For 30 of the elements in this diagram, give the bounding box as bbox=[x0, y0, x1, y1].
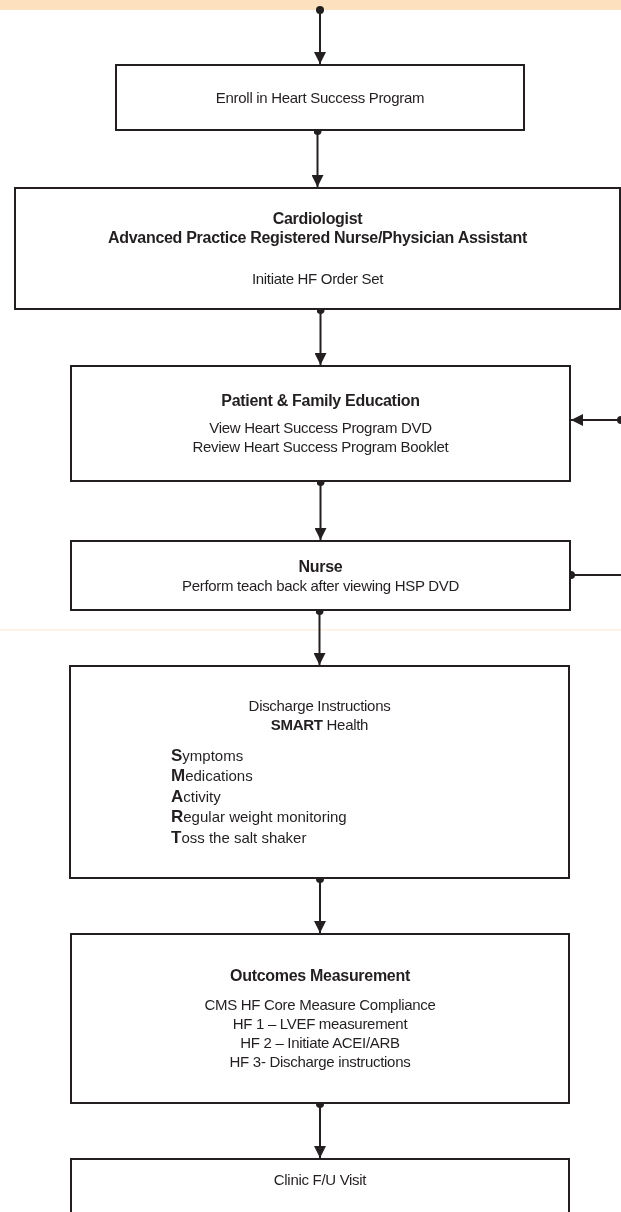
box-text: View Heart Success Program DVD bbox=[209, 418, 432, 437]
list-item: Medications bbox=[171, 766, 253, 787]
box-text: Clinic F/U Visit bbox=[273, 1170, 367, 1189]
box-text: Review Heart Success Program Booklet bbox=[192, 437, 449, 456]
box-text: Enroll in Heart Success Program bbox=[215, 88, 425, 107]
box-heading: Advanced Practice Registered Nurse/Physician Assistant bbox=[108, 228, 527, 247]
process-box bbox=[14, 187, 621, 310]
box-text: Initiate HF Order Set bbox=[251, 269, 384, 288]
box-text: HF 3- Discharge instructions bbox=[229, 1052, 411, 1071]
process-box bbox=[70, 933, 570, 1104]
process-box bbox=[70, 540, 571, 611]
box-heading: Cardiologist bbox=[272, 209, 363, 228]
arrow bbox=[314, 6, 326, 65]
process-box bbox=[69, 665, 570, 879]
process-box bbox=[115, 64, 525, 131]
box-heading: Patient & Family Education bbox=[221, 391, 420, 410]
box-text: Discharge Instructions bbox=[248, 695, 391, 715]
process-box bbox=[70, 365, 571, 482]
box-text: SMART Health bbox=[270, 714, 369, 734]
box-text: Perform teach back after viewing HSP DVD bbox=[182, 575, 459, 595]
list-item: Activity bbox=[171, 786, 221, 808]
box-text: HF 2 – Initiate ACEI/ARB bbox=[240, 1033, 400, 1052]
box-heading: Outcomes Measurement bbox=[230, 966, 410, 985]
list-item: Symptoms bbox=[171, 745, 244, 767]
box-text: HF 1 – LVEF measurement bbox=[232, 1014, 408, 1033]
box-heading: Nurse bbox=[298, 556, 343, 576]
list-item: Toss the salt shaker bbox=[171, 827, 307, 849]
box-text: CMS HF Core Measure Compliance bbox=[204, 995, 436, 1014]
list-item: Regular weight monitoring bbox=[171, 807, 347, 828]
arrow bbox=[570, 414, 621, 426]
